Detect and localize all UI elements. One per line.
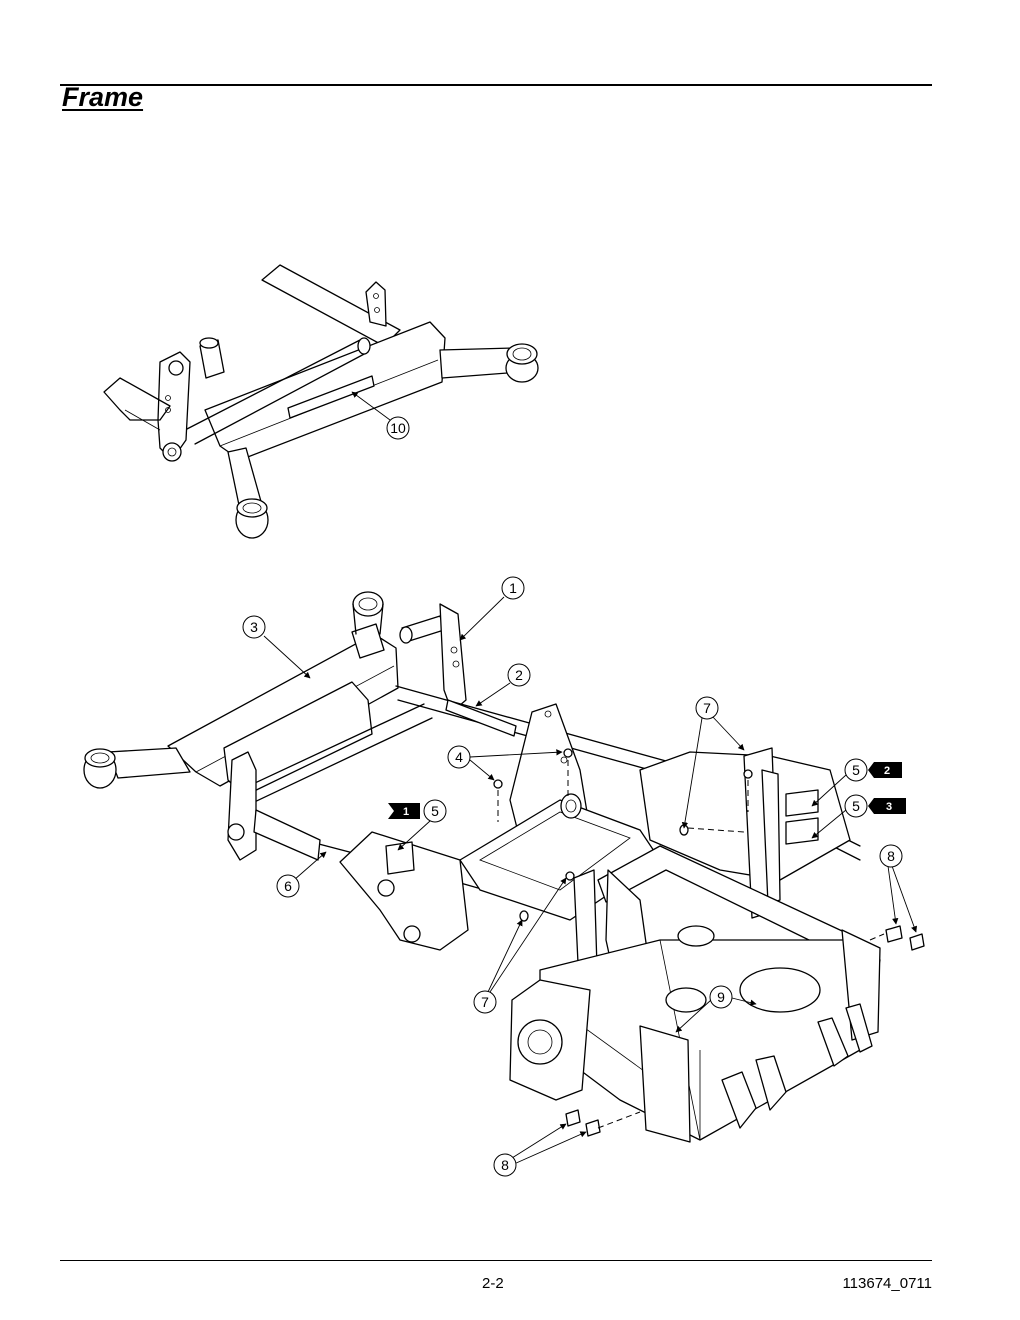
note-tag-1	[388, 803, 420, 819]
callout-8-right: 8	[887, 848, 895, 864]
callout-9: 9	[717, 989, 725, 1005]
callout-10: 10	[390, 420, 406, 436]
footer-rule	[60, 1260, 932, 1261]
callout-8-bottom: 8	[501, 1157, 509, 1173]
callout-1: 1	[509, 580, 517, 596]
callout-5-lower-right: 5	[852, 798, 860, 814]
document-number: 113674_0711	[842, 1275, 932, 1292]
page-number: 2-2	[482, 1275, 504, 1292]
callout-2: 2	[515, 667, 523, 683]
callout-3: 3	[250, 619, 258, 635]
main-frame-drawing	[83, 591, 925, 1143]
callout-7-upper: 7	[703, 700, 711, 716]
note-tag-3	[868, 798, 906, 814]
header-rule	[60, 84, 932, 86]
note-tag-1-label: 1	[403, 806, 409, 818]
callout-4: 4	[455, 749, 463, 765]
callout-5-upper-right: 5	[852, 762, 860, 778]
callout-6: 6	[284, 878, 292, 894]
note-tag-3-label: 3	[886, 801, 892, 813]
note-tag-2	[868, 762, 902, 778]
callout-7-lower: 7	[481, 994, 489, 1010]
front-frame-drawing	[103, 264, 539, 539]
note-tag-2-label: 2	[884, 765, 890, 777]
page-title: Frame	[62, 82, 144, 112]
callout-5-left: 5	[431, 803, 439, 819]
